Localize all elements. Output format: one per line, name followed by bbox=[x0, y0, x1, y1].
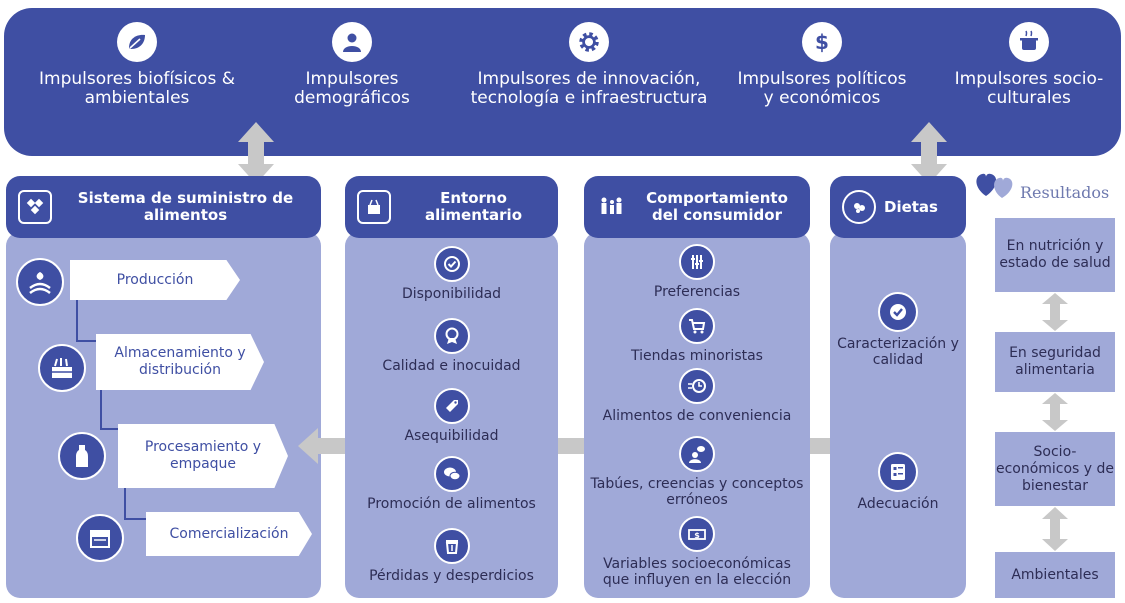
consumer-item: Tiendas minoristas bbox=[589, 308, 805, 364]
dollar-icon: $ bbox=[802, 22, 842, 62]
svg-text:$: $ bbox=[694, 531, 700, 540]
checklist-icon bbox=[878, 452, 918, 492]
driver-biophysical: Impulsores biofísicos & ambientales bbox=[22, 22, 252, 108]
vertical-double-arrow bbox=[1042, 507, 1068, 551]
consumer-item: $ Variables socioeconómicas que influyen… bbox=[589, 516, 805, 588]
results-title: Resultados bbox=[1020, 183, 1110, 202]
vertical-double-arrow-left bbox=[238, 122, 274, 184]
cooking-pot-icon bbox=[1009, 22, 1049, 62]
consumer-item: Preferencias bbox=[589, 244, 805, 300]
step-processing: Procesamiento y empaque bbox=[118, 424, 288, 488]
environment-header: Entorno alimentario bbox=[345, 176, 558, 238]
cart-icon bbox=[679, 308, 715, 344]
svg-text:$: $ bbox=[815, 30, 829, 54]
consumer-header: Comportamiento del consumidor bbox=[584, 176, 810, 238]
plate-check-icon bbox=[433, 246, 470, 282]
result-socioeconomic: Socio-económicos y de bienestar bbox=[995, 432, 1115, 506]
environment-item: Pérdidas y desperdicios bbox=[350, 528, 553, 584]
supply-header: Sistema de suministro de alimentos bbox=[6, 176, 321, 238]
environment-item: Promoción de alimentos bbox=[350, 456, 553, 512]
chain-connector bbox=[124, 488, 150, 520]
result-environmental: Ambientales bbox=[995, 552, 1115, 598]
price-tag-icon bbox=[433, 388, 470, 424]
environment-item: Calidad e inocuidad bbox=[350, 318, 553, 374]
consumer-item: Alimentos de conveniencia bbox=[589, 368, 805, 424]
trash-icon bbox=[433, 528, 470, 564]
vertical-double-arrow bbox=[1042, 293, 1068, 331]
driver-demographic: Impulsores demográficos bbox=[272, 22, 432, 108]
vertical-double-arrow bbox=[1042, 393, 1068, 431]
step-commercialization: Comercialización bbox=[146, 512, 312, 556]
result-nutrition: En nutrición y estado de salud bbox=[995, 218, 1115, 292]
driver-political-economic: $ Impulsores políticos y económicos bbox=[732, 22, 912, 108]
thinking-person-icon bbox=[679, 436, 715, 472]
leaf-icon bbox=[117, 22, 157, 62]
result-food-security: En seguridad alimentaria bbox=[995, 332, 1115, 392]
environment-item: Asequibilidad bbox=[350, 388, 553, 444]
chain-connector bbox=[76, 300, 102, 342]
field-icon bbox=[16, 258, 64, 306]
diets-column bbox=[830, 232, 966, 598]
family-icon bbox=[596, 192, 626, 222]
step-storage: Almacenamiento y distribución bbox=[96, 334, 264, 390]
hearts-icon bbox=[972, 166, 1018, 206]
check-circle-icon bbox=[878, 292, 918, 332]
vertical-double-arrow-right bbox=[911, 122, 947, 184]
speech-bubbles-icon bbox=[433, 456, 470, 492]
bottle-icon bbox=[58, 432, 106, 480]
shop-icon bbox=[76, 514, 124, 562]
chain-connector bbox=[100, 390, 126, 430]
sliders-icon bbox=[679, 244, 715, 280]
gear-icon bbox=[569, 22, 609, 62]
diets-item: Caracterización y calidad bbox=[834, 292, 962, 368]
drivers-banner: Impulsores biofísicos & ambientales Impu… bbox=[4, 8, 1121, 156]
clock-icon bbox=[679, 368, 715, 404]
diets-header: Dietas bbox=[830, 176, 966, 238]
crate-icon bbox=[38, 344, 86, 392]
diets-item: Adecuación bbox=[834, 452, 962, 512]
person-icon bbox=[332, 22, 372, 62]
basket-icon bbox=[357, 190, 391, 224]
driver-sociocultural: Impulsores socio-culturales bbox=[944, 22, 1114, 108]
award-icon bbox=[433, 318, 470, 354]
driver-innovation: Impulsores de innovación, tecnología e i… bbox=[464, 22, 714, 108]
money-icon: $ bbox=[679, 516, 715, 552]
consumer-item: Tabúes, creencias y conceptos erróneos bbox=[589, 436, 805, 508]
step-production: Producción bbox=[70, 260, 240, 300]
crates-icon bbox=[18, 190, 52, 224]
food-plate-icon bbox=[842, 190, 876, 224]
environment-item: Disponibilidad bbox=[350, 246, 553, 302]
